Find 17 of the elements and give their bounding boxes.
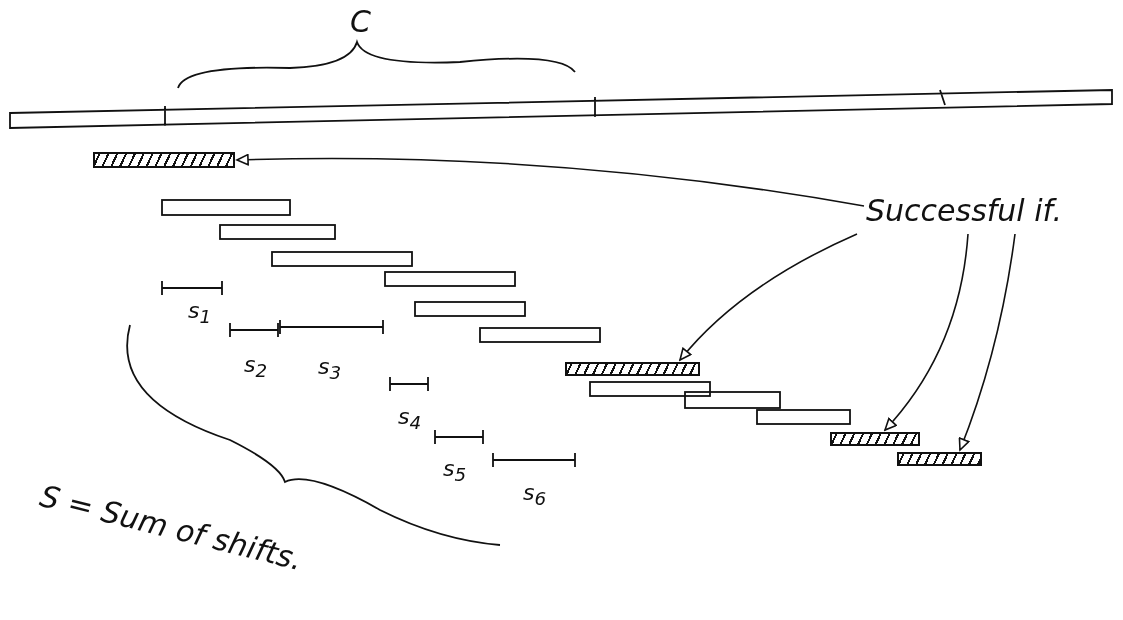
brace-label: C [350, 4, 371, 39]
arrow [884, 233, 969, 431]
arrow [236, 153, 865, 207]
shift-label: s$_{1}$ [188, 298, 212, 328]
note-text: S = Sum of shifts. [36, 478, 306, 578]
hatched-bar [565, 362, 700, 376]
shift-label: s$_{3}$ [318, 354, 342, 384]
hatched-bar [897, 452, 982, 466]
shift-label: s$_{5}$ [443, 456, 467, 486]
shift-label: s$_{4}$ [398, 404, 422, 434]
hatched-bar [830, 432, 920, 446]
shift-label: s$_{2}$ [244, 352, 268, 382]
shift-label: s$_{6}$ [523, 480, 547, 510]
annotation-text: Successful if. [866, 188, 1063, 234]
hatched-bar [93, 152, 235, 168]
arrow [958, 233, 1016, 451]
arrow [679, 233, 858, 361]
